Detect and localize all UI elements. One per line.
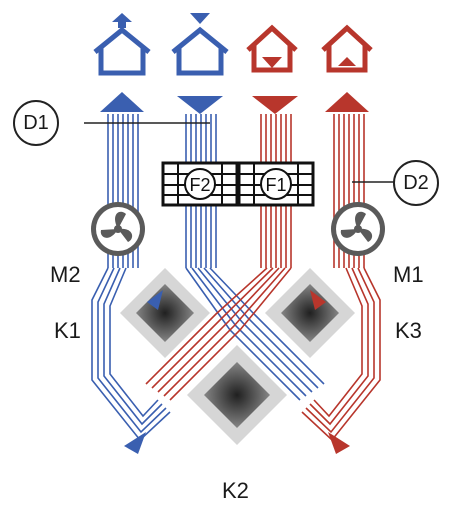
arrow-down-icon xyxy=(262,57,282,68)
sensor-label-d1: D1 xyxy=(13,100,59,146)
arrow-up-icon xyxy=(112,13,132,28)
flow-arrow-icon xyxy=(310,290,326,310)
filter-icon-f2: F2 xyxy=(161,161,239,207)
fan-label-m1: M1 xyxy=(393,262,424,287)
exhaust-arrow-up-icon xyxy=(100,92,144,112)
heat-exchanger-icon-k2 xyxy=(187,345,287,445)
heat-exchanger-icon-k3 xyxy=(265,268,355,358)
fan-icon-m1 xyxy=(331,202,385,256)
fan-label-m2: M2 xyxy=(50,262,81,287)
exchanger-label-k3: K3 xyxy=(395,318,422,343)
house-icon-2 xyxy=(171,13,229,76)
supply-arrow-down-icon xyxy=(177,96,223,114)
filter-icon-f1: F1 xyxy=(237,161,315,207)
filter-label-f1: F1 xyxy=(265,175,286,195)
exchanger-label-k2: K2 xyxy=(222,478,249,503)
house-icon-1 xyxy=(93,13,151,76)
house-icon-4 xyxy=(321,24,373,73)
heat-exchanger-icon-k1 xyxy=(120,268,210,358)
exchanger-label-k1: K1 xyxy=(54,318,81,343)
arrow-down-icon xyxy=(190,13,210,24)
exhaust-arrow-up-icon-red xyxy=(325,92,369,112)
flow-arrow-icon xyxy=(328,432,350,454)
supply-arrow-down-icon-red xyxy=(252,96,298,114)
duct-red-loop xyxy=(145,267,381,442)
flow-arrow-icon xyxy=(147,290,163,310)
fan-icon-m2 xyxy=(91,202,145,256)
arrow-up-icon xyxy=(338,57,356,66)
filter-label-f2: F2 xyxy=(189,175,210,195)
duct-blue-left xyxy=(107,114,139,268)
sensor-label-d2: D2 xyxy=(393,160,439,206)
house-icon-3 xyxy=(246,24,298,73)
flow-arrow-icon xyxy=(124,432,146,454)
